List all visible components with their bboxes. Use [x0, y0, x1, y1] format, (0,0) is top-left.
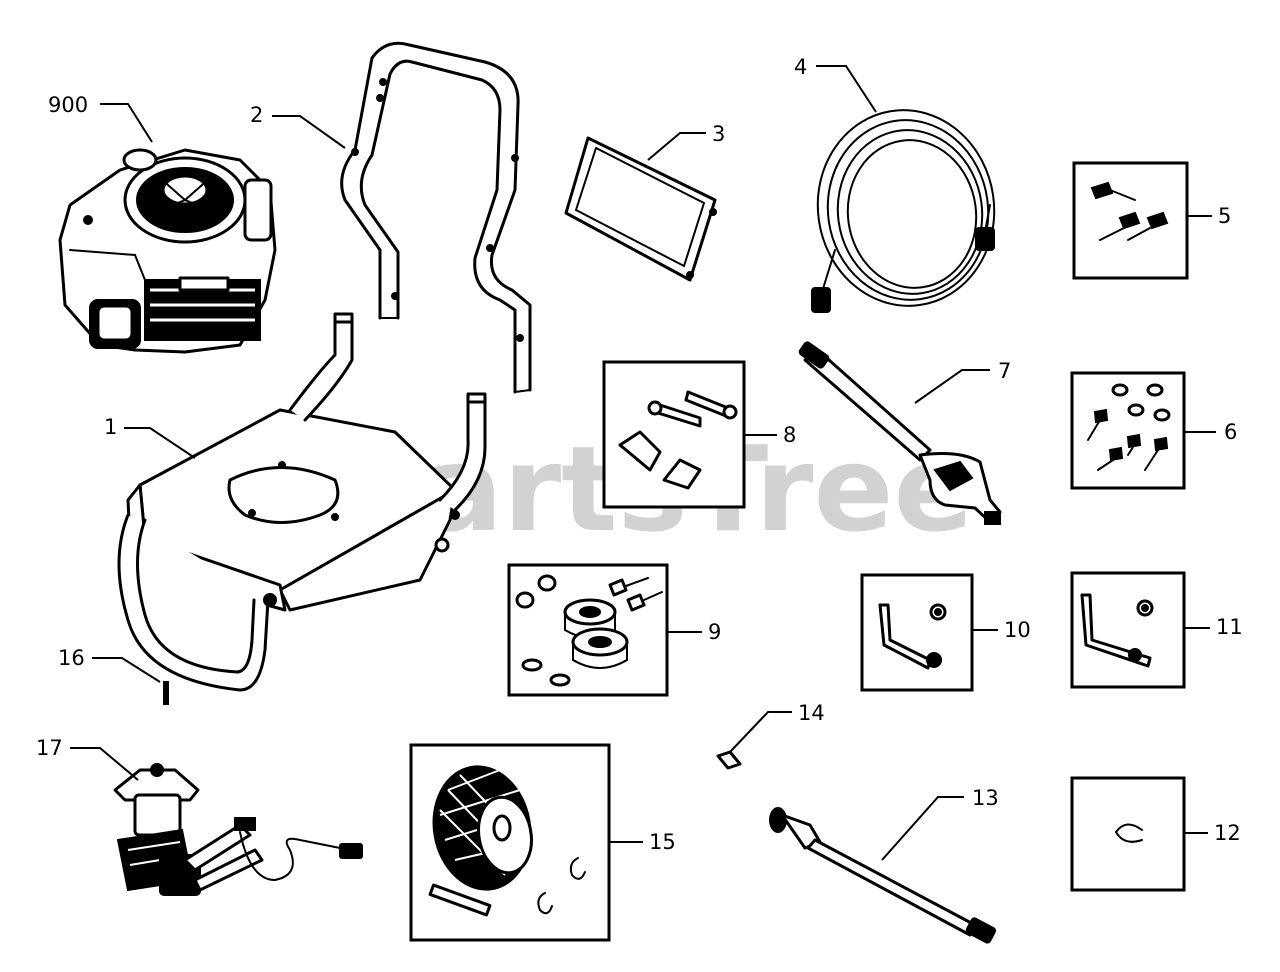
- callout-6: 6: [1184, 420, 1237, 444]
- svg-text:13: 13: [972, 786, 999, 810]
- callout-2: 2: [250, 103, 346, 149]
- callout-10: 10: [972, 618, 1031, 642]
- callout-5: 5: [1187, 204, 1231, 228]
- svg-text:4: 4: [794, 55, 807, 79]
- svg-text:11: 11: [1216, 615, 1243, 639]
- svg-text:15: 15: [649, 830, 676, 854]
- part-12-box[interactable]: [1070, 776, 1186, 892]
- callout-8: 8: [744, 423, 796, 447]
- callout-15: 15: [609, 830, 676, 854]
- svg-text:8: 8: [783, 423, 796, 447]
- part-3-panel[interactable]: [564, 136, 717, 282]
- svg-text:6: 6: [1224, 420, 1237, 444]
- part-10-box[interactable]: [860, 573, 974, 692]
- callout-1: 1: [104, 415, 196, 459]
- part-13-lance[interactable]: [769, 807, 997, 944]
- part-16-pin[interactable]: [163, 681, 169, 705]
- svg-text:17: 17: [36, 736, 63, 760]
- svg-text:5: 5: [1218, 204, 1231, 228]
- svg-text:14: 14: [798, 701, 825, 725]
- part-11-box[interactable]: [1070, 571, 1186, 689]
- part-2-handle[interactable]: [340, 41, 532, 394]
- callout-7: 7: [914, 359, 1011, 404]
- callout-4: 4: [794, 55, 877, 113]
- svg-text:3: 3: [712, 122, 725, 146]
- part-7-gun[interactable]: [798, 341, 1002, 525]
- svg-text:16: 16: [58, 646, 85, 670]
- callout-17: 17: [36, 736, 139, 781]
- part-14-fitting[interactable]: [716, 750, 742, 770]
- callout-14: 14: [729, 701, 825, 753]
- svg-text:1: 1: [104, 415, 117, 439]
- part-8-box[interactable]: [602, 360, 746, 509]
- callout-16: 16: [58, 646, 161, 683]
- part-9-box[interactable]: [507, 563, 669, 697]
- part-900-engine[interactable]: [58, 148, 277, 354]
- callout-900: 900: [48, 93, 153, 143]
- svg-text:12: 12: [1214, 821, 1241, 845]
- callout-13: 13: [881, 786, 999, 861]
- callout-12: 12: [1184, 821, 1241, 845]
- part-5-box[interactable]: [1072, 161, 1189, 280]
- part-6-box[interactable]: [1070, 371, 1186, 490]
- svg-text:7: 7: [998, 359, 1011, 383]
- part-15-box[interactable]: [409, 743, 611, 942]
- callout-9: 9: [667, 620, 721, 644]
- svg-text:2: 2: [250, 103, 263, 127]
- part-17-pump[interactable]: [113, 763, 363, 896]
- part-4-hose[interactable]: [805, 99, 1007, 318]
- svg-text:10: 10: [1004, 618, 1031, 642]
- callout-3: 3: [647, 122, 725, 161]
- part-1-frame[interactable]: [117, 312, 487, 692]
- svg-text:9: 9: [708, 620, 721, 644]
- svg-text:900: 900: [48, 93, 88, 117]
- callout-11: 11: [1184, 615, 1243, 639]
